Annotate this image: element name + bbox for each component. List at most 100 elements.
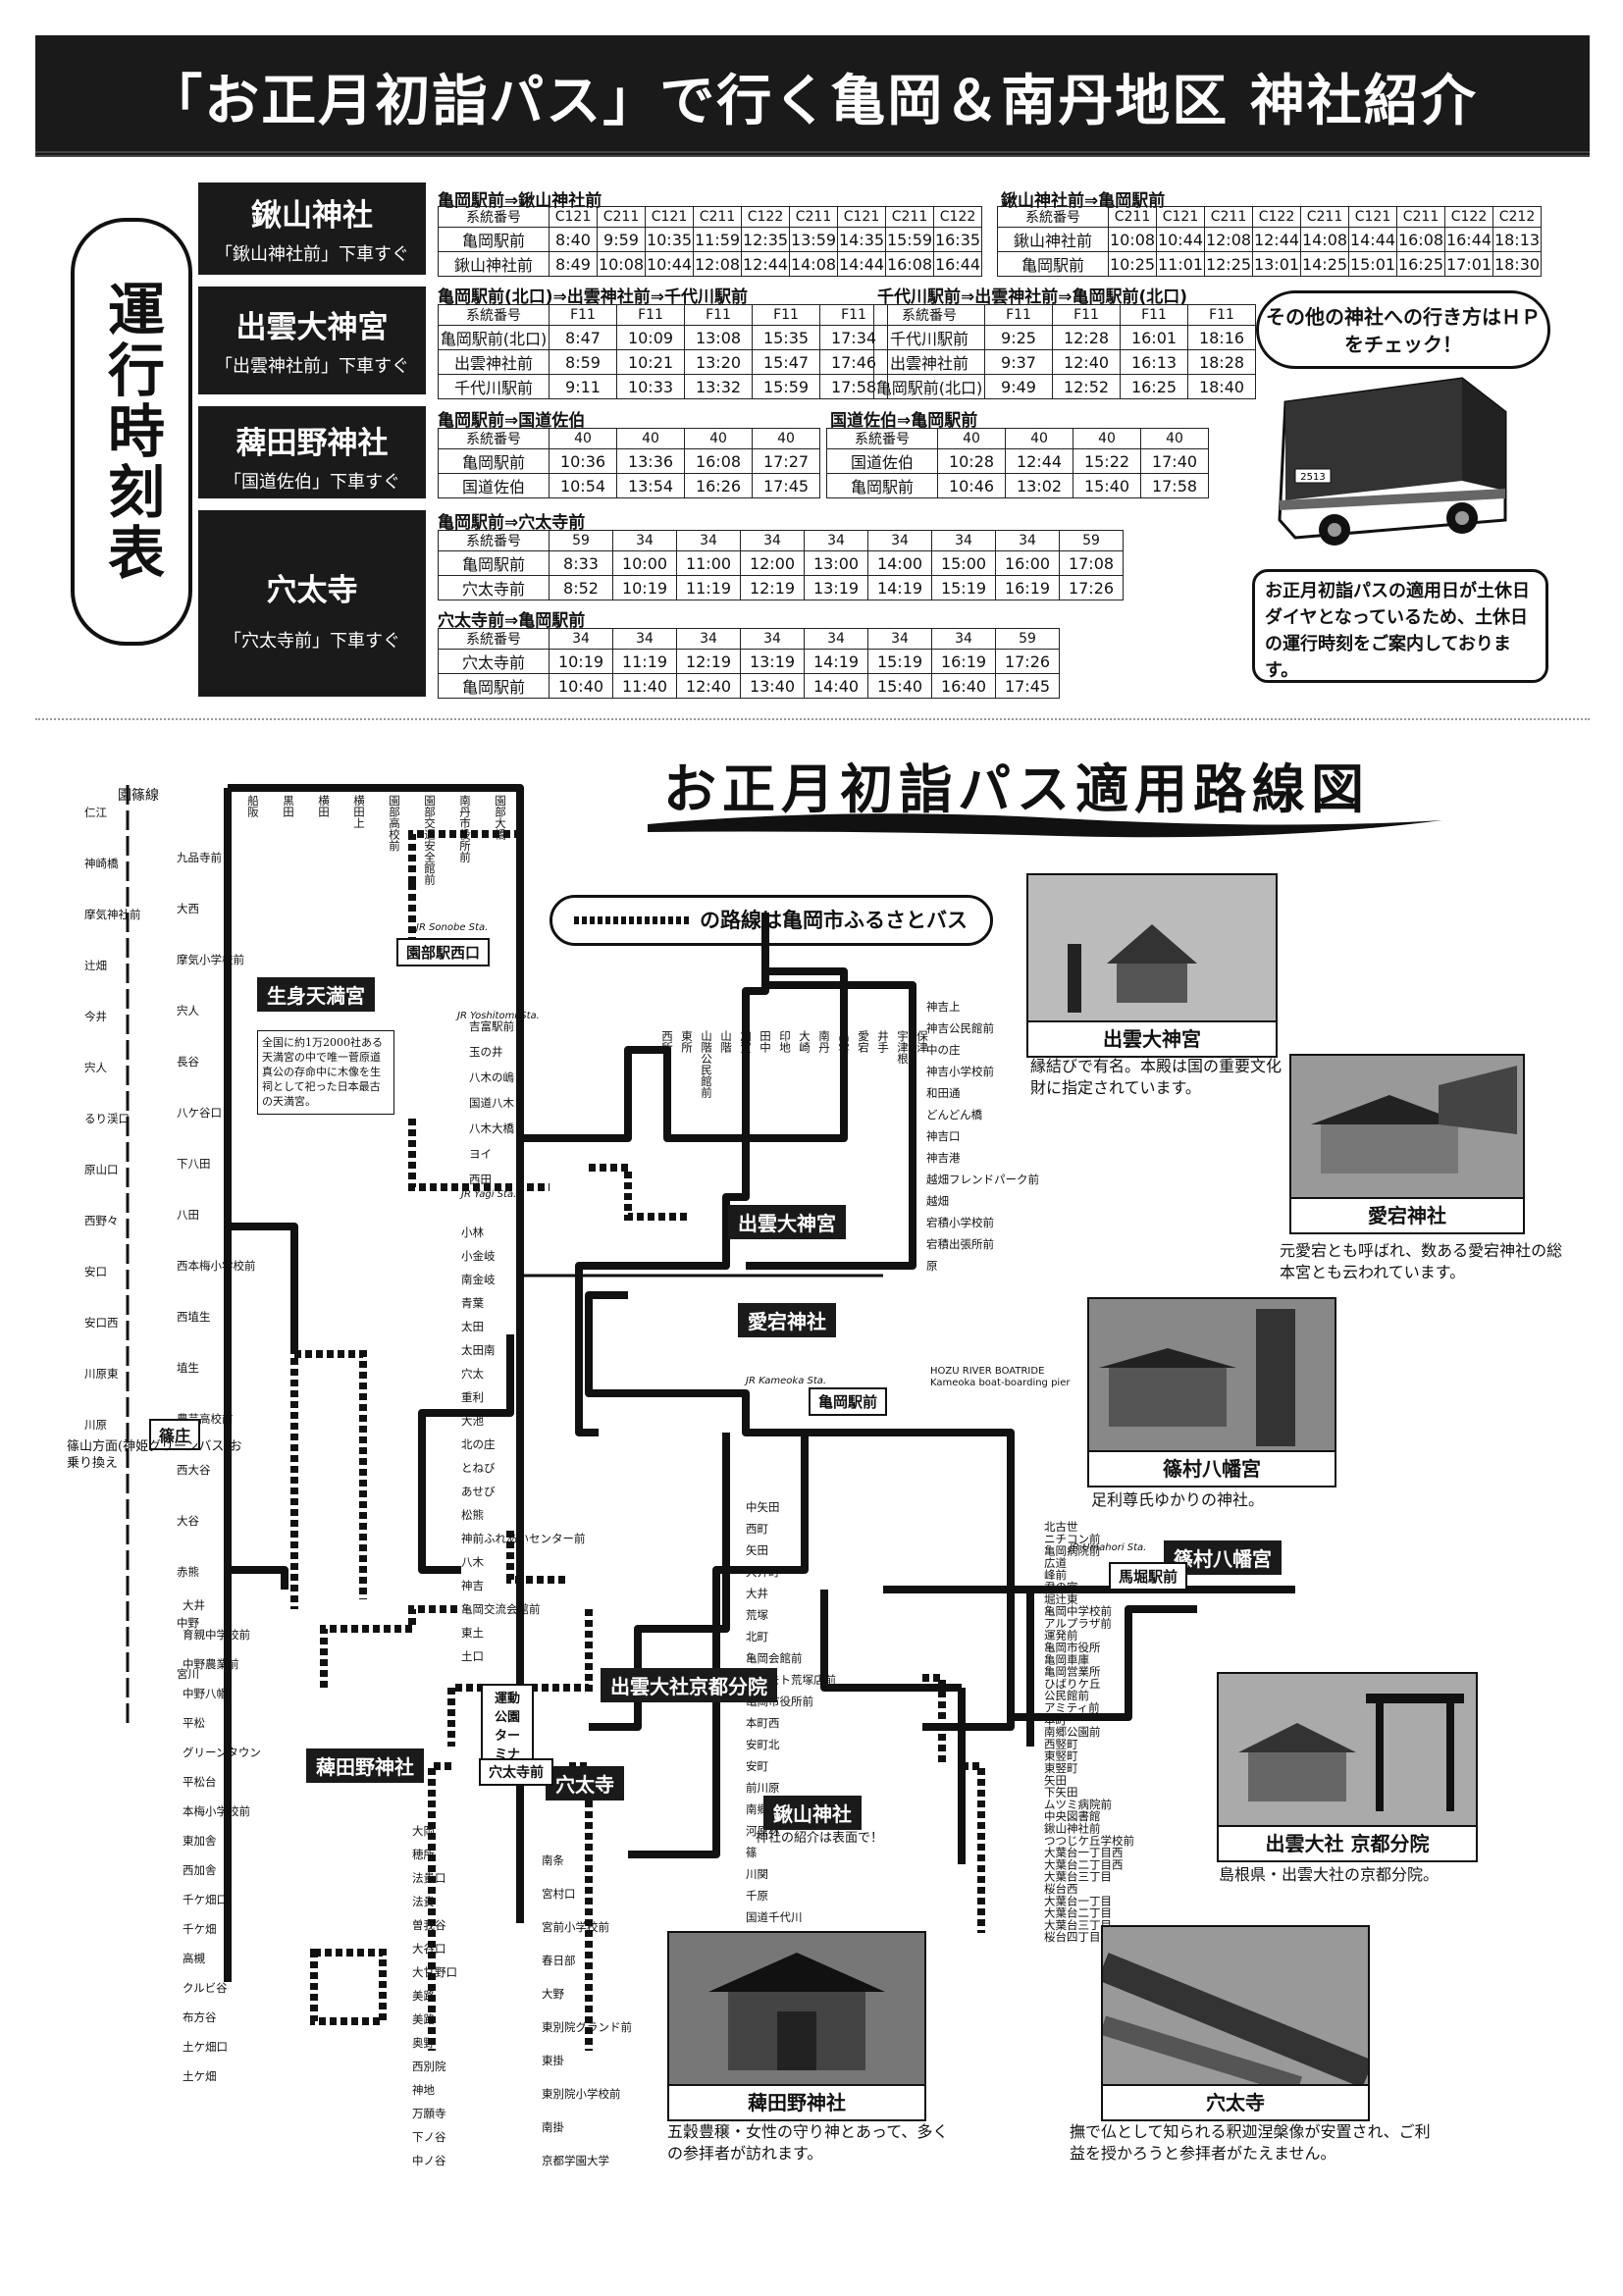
bus-stop-label: 南金岐	[461, 1273, 496, 1286]
bus-stop-label: 千ケ畑口	[183, 1893, 228, 1906]
shrine-name: 鍬山神社	[251, 198, 373, 234]
timetable-time-cell: 12:08	[1204, 227, 1253, 252]
bus-stop-label: 摩気神社前	[84, 908, 141, 921]
timetable-time-cell: 8:49	[549, 251, 598, 277]
bus-stop-label: 井手	[876, 1029, 890, 1054]
dashed-route	[294, 1350, 367, 1599]
bus-stop-label: 南掛	[542, 2120, 564, 2134]
timetable-time-cell: 59	[549, 530, 613, 551]
timetable-time-cell: 18:16	[1187, 325, 1256, 350]
timetable-time-cell: 34	[804, 628, 868, 650]
timetable-time-cell: 10:44	[645, 251, 694, 277]
bus-stop-label: 中野農業前	[183, 1657, 239, 1671]
bus-stop-label: グリーンタウン	[183, 1746, 261, 1759]
timetable-stop-cell: 出雲神社前	[873, 349, 985, 375]
timetable-time-cell: C122	[933, 206, 982, 228]
bus-stop-label: 宍人	[84, 1061, 107, 1074]
route-line	[228, 1566, 288, 1590]
bus-stop-label: 玉の井	[469, 1045, 503, 1059]
bus-stop-label: 宍人	[177, 1004, 199, 1018]
timetable-time-cell: 12:52	[1052, 374, 1121, 399]
timetable-stop-cell: 国道佐伯	[826, 448, 938, 474]
photo-caption: 愛宕神社	[1291, 1197, 1523, 1232]
timetable-time-cell: 16:40	[931, 673, 996, 699]
bus-stop-label: 大岡	[412, 1824, 435, 1838]
route-line	[746, 981, 916, 1270]
route-line	[820, 1590, 962, 1692]
holiday-schedule-note: お正月初詣パスの適用日が土休日ダイヤとなっているため、土休日の運行時刻をご案内し…	[1252, 569, 1548, 683]
bus-stop-label: 鍬山神社前	[1044, 1822, 1101, 1836]
bus-stop-label: 今井	[84, 1010, 107, 1023]
bus-stop-label: 下八田	[177, 1157, 211, 1171]
bus-stop-label: 黒田	[282, 795, 295, 817]
bus-stop-label: ニチコン前	[1044, 1532, 1101, 1545]
bus-stop-label: 宮村口	[542, 1887, 576, 1901]
route-line	[589, 1433, 730, 1731]
timetable-stop-cell: 千代川駅前	[873, 325, 985, 350]
timetable-stop-cell: 鍬山神社前	[438, 251, 550, 277]
timetable-time-cell: 16:13	[1120, 349, 1188, 375]
timetable-stop-cell: 亀岡駅前	[438, 227, 550, 252]
bus-stop-label: 西別院	[412, 2060, 446, 2073]
timetable-time-cell: 18:40	[1187, 374, 1256, 399]
bus-stop-label: 美路	[412, 2012, 435, 2026]
timetable-time-cell: 13:00	[804, 550, 868, 576]
bus-stop-label: 運発前	[1044, 1629, 1078, 1643]
timetable-time-cell: C121	[837, 206, 886, 228]
shrine-stop: 「国道佐伯」下車すぐ	[224, 472, 400, 493]
shrine-stop: 「穴太寺前」下車すぐ	[224, 631, 400, 652]
timetable-time-cell: 8:59	[549, 349, 617, 375]
bus-stop-label: 安口西	[84, 1316, 119, 1330]
dashed-route	[408, 830, 520, 883]
side-label-text: 運行時刻表	[98, 280, 165, 584]
bus-stop-label: 神崎橋	[84, 857, 119, 870]
bus-stop-label: 宇津根	[896, 1030, 910, 1065]
timetable-stop-cell: 系統番号	[438, 530, 550, 551]
timetable-time-cell: 12:40	[1052, 349, 1121, 375]
bus-stop-label: 本町西	[746, 1716, 780, 1730]
bus-stop-label: 西野々	[84, 1214, 119, 1227]
bus-stop-label: 東別院小学校前	[542, 2087, 621, 2101]
bus-stop-label: 亀岡病院前	[1044, 1544, 1101, 1558]
bus-stop-label: 南丹市役所前	[458, 794, 472, 863]
bus-stop-label: 亀岡市役所	[1044, 1641, 1101, 1654]
bus-stop-label: 亀岡車庫	[1044, 1652, 1089, 1666]
timetable-time-cell: 34	[804, 530, 868, 551]
bus-stop-label: 京都学園大学	[542, 2154, 609, 2167]
timetable-time-cell: 12:08	[693, 251, 742, 277]
bus-stop-label: 亀岡会館前	[746, 1651, 803, 1665]
timetable-time-cell: 17:26	[995, 649, 1060, 674]
bus-stop-label: 西埴生	[177, 1310, 211, 1324]
bus-stop-label: 前川原	[746, 1781, 780, 1795]
bus-stop-label: 布方谷	[183, 2010, 217, 2024]
bus-stop-label: 原	[926, 1259, 938, 1273]
bus-stop-label: 南郷公園前	[1044, 1725, 1101, 1739]
label-atago: 愛宕神社	[738, 1303, 836, 1337]
timetable-time-cell: 10:09	[616, 325, 685, 350]
bus-stop-label: 亀岡交流会館前	[461, 1602, 541, 1616]
bus-stop-label: ヨイ	[469, 1147, 492, 1161]
dashed-route	[310, 1949, 387, 2025]
bus-stop-label: 亀岡営業所	[1044, 1665, 1101, 1679]
bus-stop-label: 辻畑	[84, 959, 107, 972]
timetable-time-cell: 13:59	[789, 227, 838, 252]
timetable-time-cell: 10:21	[616, 349, 685, 375]
timetable-time-cell: 59	[995, 628, 1060, 650]
bus-stop-label: 桜台西	[1044, 1882, 1078, 1896]
bus-stop-label: 東竪町	[1044, 1761, 1078, 1775]
bus-stop-label: 愛宕	[857, 1030, 870, 1053]
timetable-time-cell: 34	[549, 628, 613, 650]
page-title: 「お正月初詣パス」で行く亀岡＆南丹地区 神社紹介	[147, 70, 1478, 133]
bus-stop-label: 八木の嶋	[469, 1070, 514, 1084]
timetable-time-cell: 12:19	[676, 649, 741, 674]
